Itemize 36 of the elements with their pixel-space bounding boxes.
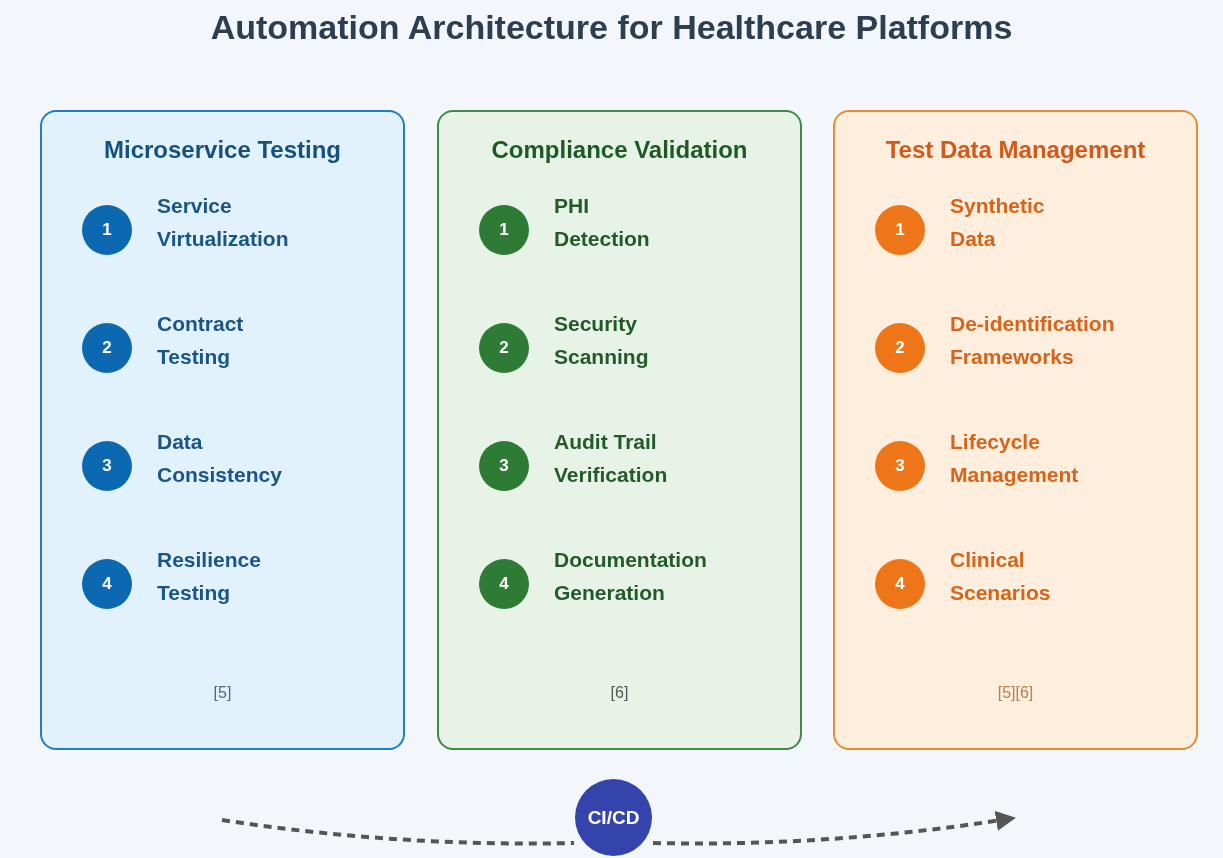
item-label: Contract Testing [157,311,245,370]
citation: [6] [609,684,630,702]
number-badge: 3 [479,441,529,491]
item-label: Security Scanning [554,311,650,370]
number-badge: 4 [82,559,132,609]
diagram-title: Automation Architecture for Healthcare Platforms [209,8,1014,47]
pipeline-circle: CI/CD [575,779,652,856]
dashed-arrow [652,810,1016,846]
item-label: Clinical Scenarios [950,547,1052,606]
number-badge: 3 [82,441,132,491]
number-badge: 2 [479,323,529,373]
item-label: Data Consistency [157,429,283,488]
number-badge: 1 [479,205,529,255]
number-badge: 1 [82,205,132,255]
number-badge: 3 [875,441,925,491]
panel-heading: Test Data Management [884,136,1147,164]
citation: [5] [212,684,233,702]
item-label: PHI Detection [554,193,651,252]
item-label: Service Virtualization [157,193,290,252]
number-badge: 2 [82,323,132,373]
panel-heading: Compliance Validation [490,136,749,164]
item-label: Documentation Generation [554,547,708,606]
category-panel [437,110,802,750]
item-label: Resilience Testing [157,547,262,606]
citation: [5][6] [996,684,1035,702]
category-panel [833,110,1198,750]
item-label: Audit Trail Verification [554,429,669,488]
item-label: Synthetic Data [950,193,1046,252]
number-badge: 2 [875,323,925,373]
panel-heading: Microservice Testing [103,136,342,164]
number-badge: 4 [479,559,529,609]
category-panel [40,110,405,750]
item-label: De-identification Frameworks [950,311,1116,370]
number-badge: 1 [875,205,925,255]
item-label: Lifecycle Management [950,429,1080,488]
number-badge: 4 [875,559,925,609]
